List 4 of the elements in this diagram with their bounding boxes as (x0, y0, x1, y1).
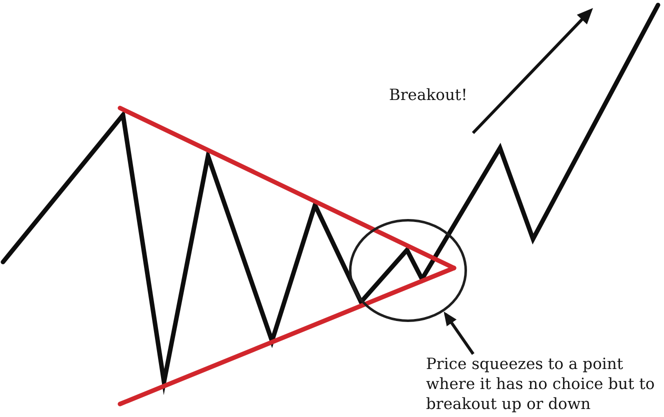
annotation-text: Price squeezes to a point where it has no choice but to breakout up or down (426, 354, 656, 414)
annotation-label: Breakout! (389, 85, 468, 105)
leader-arrow (444, 312, 474, 355)
highlight-circle (349, 219, 467, 322)
